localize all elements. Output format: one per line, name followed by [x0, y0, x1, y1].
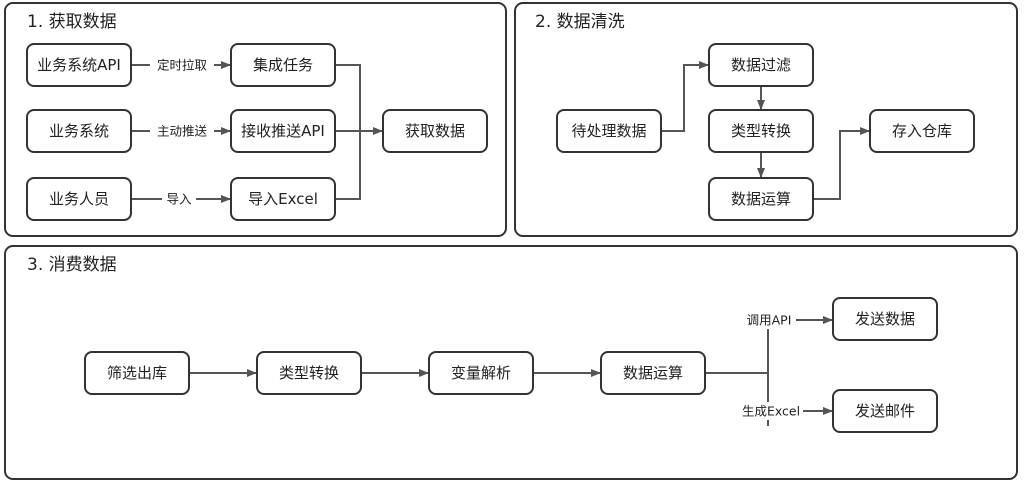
node-send-data-label: 发送数据 [855, 310, 915, 328]
node-integrate-label: 集成任务 [253, 56, 313, 74]
node-recv-api: 接收推送API [230, 109, 336, 153]
panel-clean-title: 2. 数据清洗 [535, 12, 625, 32]
edge-label-import: 导入 [166, 192, 192, 207]
edge-label-call-api: 调用API [747, 313, 792, 328]
edge-label-active-push: 主动推送 [157, 124, 208, 139]
node-biz-staff-label: 业务人员 [49, 190, 109, 208]
node-screen-label: 筛选出库 [107, 364, 167, 382]
edge-label-gen-excel: 生成Excel [742, 404, 800, 419]
node-import-excel: 导入Excel [230, 177, 336, 221]
node-biz-sys: 业务系统 [26, 109, 132, 153]
node-biz-api: 业务系统API [26, 43, 132, 87]
node-compute-1-label: 数据运算 [731, 190, 791, 208]
node-fetch-label: 获取数据 [405, 122, 465, 140]
node-filter-label: 数据过滤 [731, 56, 791, 74]
node-import-excel-label: 导入Excel [248, 190, 318, 208]
edges-clean [661, 61, 870, 200]
node-send-mail: 发送邮件 [832, 389, 938, 433]
node-var-parse-label: 变量解析 [451, 364, 511, 382]
panel-acquire-title: 1. 获取数据 [27, 12, 117, 32]
node-recv-api-label: 接收推送API [241, 122, 325, 140]
node-pending: 待处理数据 [556, 109, 662, 153]
node-pending-label: 待处理数据 [571, 122, 646, 140]
node-type-conv-2-label: 类型转换 [279, 364, 339, 382]
node-biz-sys-label: 业务系统 [49, 122, 109, 140]
node-send-data: 发送数据 [832, 297, 938, 341]
node-send-mail-label: 发送邮件 [855, 402, 915, 420]
node-store: 存入仓库 [869, 109, 975, 153]
node-type-conv-2: 类型转换 [256, 351, 362, 395]
panel-consume-title: 3. 消费数据 [27, 255, 117, 275]
node-type-conv-1: 类型转换 [708, 109, 814, 153]
node-compute-2: 数据运算 [600, 351, 706, 395]
node-biz-api-label: 业务系统API [37, 56, 121, 74]
edges-acquire: 定时拉取 主动推送 导入 [131, 56, 383, 208]
node-type-conv-1-label: 类型转换 [731, 122, 791, 140]
node-fetch: 获取数据 [382, 109, 488, 153]
edges-consume: 调用API 生成Excel [189, 311, 833, 426]
node-integrate: 集成任务 [230, 43, 336, 87]
node-compute-2-label: 数据运算 [623, 364, 683, 382]
edge-label-timed-pull: 定时拉取 [157, 58, 208, 73]
edge-compute-to-store [813, 127, 870, 200]
node-filter: 数据过滤 [708, 43, 814, 87]
node-screen: 筛选出库 [84, 351, 190, 395]
node-var-parse: 变量解析 [428, 351, 534, 395]
node-store-label: 存入仓库 [892, 122, 952, 140]
node-biz-staff: 业务人员 [26, 177, 132, 221]
edge-pending-to-filter [661, 61, 709, 132]
node-compute-1: 数据运算 [708, 177, 814, 221]
